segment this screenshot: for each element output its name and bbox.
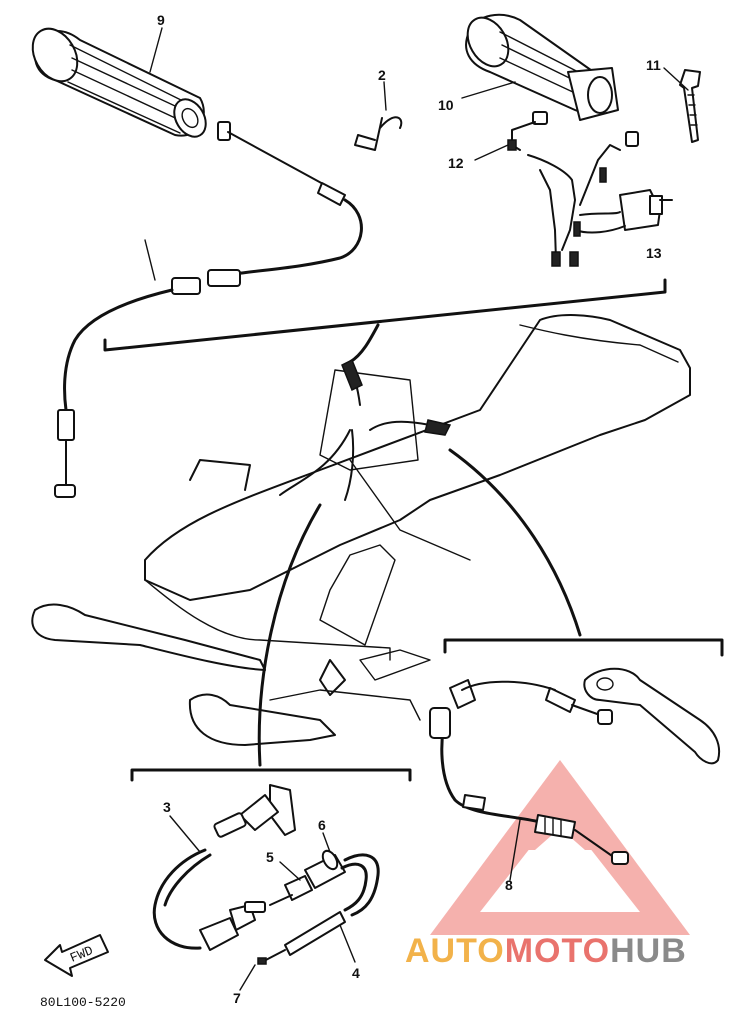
throttle-cable [54, 121, 363, 498]
leader-11 [663, 67, 689, 91]
sleeve-part-4-7 [239, 911, 356, 991]
watermark-moto: MOTO [505, 932, 610, 970]
arrow-right-group [448, 448, 582, 637]
callout-12: 12 [448, 155, 464, 171]
callout-8: 8 [505, 877, 513, 893]
watermark-auto: AUTO [405, 932, 505, 970]
cable-tie-part-11 [679, 69, 701, 143]
leader-6 [322, 832, 331, 853]
bottom-right-bracket [443, 638, 724, 657]
watermark-hub: HUB [610, 932, 687, 970]
lead-part-12 [507, 111, 548, 151]
leader-10 [461, 81, 516, 99]
callout-2: 2 [378, 67, 386, 83]
snowmobile-body [31, 314, 691, 746]
switch-harness-part-13 [527, 131, 673, 267]
callout-3: 3 [163, 799, 171, 815]
callout-5: 5 [266, 849, 274, 865]
leader-9 [149, 27, 163, 73]
top-group-bracket [103, 278, 667, 352]
callout-10: 10 [438, 97, 454, 113]
grip-part-10 [465, 13, 619, 121]
clip-part-2 [354, 116, 403, 151]
choke-part-5-6 [244, 849, 380, 917]
watermark-logo [430, 760, 690, 935]
bracket-arrow [348, 323, 380, 364]
leader-3 [169, 815, 201, 853]
callout-6: 6 [318, 817, 326, 833]
brake-lever [583, 667, 720, 765]
leader-4 [339, 924, 356, 963]
leader-2 [383, 81, 387, 111]
leader-12 [474, 144, 509, 161]
drawing-code: 80L100-5220 [40, 995, 126, 1010]
watermark-text: AUTOMOTOHUB [405, 932, 687, 970]
callout-13: 13 [646, 245, 662, 261]
callout-4: 4 [352, 965, 360, 981]
cable-part-3 [152, 784, 296, 951]
arrow-left-group [257, 503, 322, 767]
bottom-left-bracket [130, 768, 412, 782]
fwd-arrow-icon [44, 934, 109, 977]
leader-5 [279, 861, 301, 881]
leader-8 [509, 819, 521, 881]
leader-7 [239, 964, 256, 991]
grip-part-9 [31, 27, 207, 138]
callout-7: 7 [233, 990, 241, 1006]
brake-cable-part-8 [429, 679, 629, 865]
callout-11: 11 [646, 57, 661, 73]
callout-9: 9 [157, 12, 165, 28]
